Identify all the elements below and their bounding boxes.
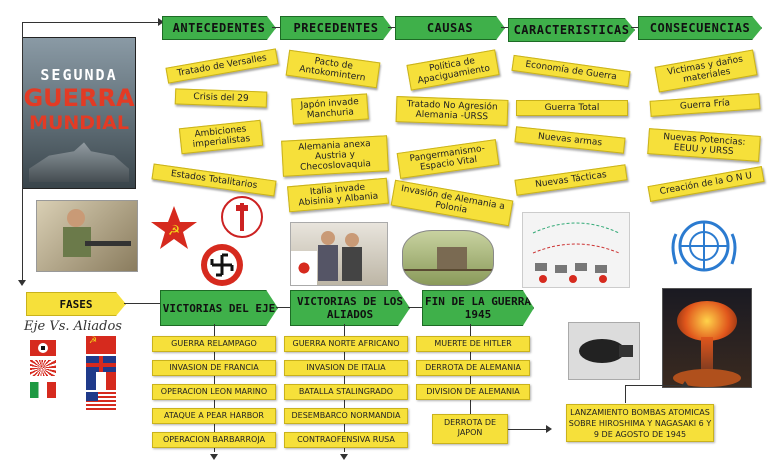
phase-victorias-aliados: VICTORIAS DE LOS ALIADOS — [290, 290, 410, 326]
aliados-stalingrado: BATALLA STALINGRADO — [284, 384, 408, 400]
swastika-emblem-icon — [200, 243, 244, 287]
atomic-bomb-image — [568, 322, 640, 380]
caracteristica-guerra-total: Guerra Total — [516, 100, 628, 116]
fin-derrota-alemania: DERROTA DE ALEMANIA — [416, 360, 530, 376]
caracteristica-nuevas-tacticas: Nuevas Tácticas — [514, 164, 628, 196]
book-cover: SEGUNDA GUERRA MUNDIAL — [22, 37, 136, 189]
book-title-line2: GUERRA — [23, 84, 135, 112]
un-logo-icon — [664, 214, 744, 278]
antecedente-versalles: Tratado de Versalles — [165, 48, 279, 84]
header-precedentes: PRECEDENTES — [280, 16, 392, 40]
eje-invasion-francia: INVASION DE FRANCIA — [152, 360, 276, 376]
leaders-image — [290, 222, 388, 286]
antecedente-estados-totalitarios: Estados Totalitarios — [151, 163, 277, 197]
consecuencia-victimas: Victimas y daños materiales — [654, 49, 758, 93]
eje-vs-aliados-subtitle: Eje Vs. Aliados — [24, 319, 122, 334]
eje-pear-harbor: ATAQUE A PEAR HARBOR — [152, 408, 276, 424]
svg-text:☭: ☭ — [168, 223, 181, 239]
precedente-antikomintern: Pacto de Antokomintern — [285, 49, 381, 89]
phase-victorias-eje: VICTORIAS DEL EJE — [160, 290, 278, 326]
caracteristica-nuevas-armas: Nuevas armas — [514, 126, 626, 154]
header-caracteristicas: CARACTERISTICAS — [508, 18, 635, 42]
fascismo-seal-icon — [212, 195, 272, 239]
france-flag-icon — [86, 372, 116, 390]
tactics-diagram-image — [522, 212, 630, 288]
precedente-austria: Alemania anexa Austria y Checoslovaquia — [281, 135, 389, 177]
japan-rising-sun-flag-icon — [30, 360, 56, 376]
usa-flag-icon — [86, 392, 116, 410]
soldier-image — [36, 200, 138, 272]
warship-image — [29, 142, 129, 182]
uk-flag-icon — [86, 356, 116, 374]
causa-tratado-no-agresion: Tratado No Agresión Alemania -URSS — [395, 96, 509, 126]
causa-invasion-polonia: Invasión de Alemania a Polonia — [390, 179, 514, 227]
phase-fin-guerra-1945: FIN DE LA GUERRA 1945 — [422, 290, 534, 326]
mushroom-cloud-image — [662, 288, 752, 388]
caracteristica-economia: Economía de Guerra — [511, 54, 631, 88]
aliados-norte-africano: GUERRA NORTE AFRICANO — [284, 336, 408, 352]
eje-leon-marino: OPERACION LEON MARINO — [152, 384, 276, 400]
causa-pangermanismo: Pangermanismo- Espacio Vital — [396, 139, 500, 179]
consecuencia-onu: Creación de la O N U — [647, 166, 765, 202]
header-antecedentes: ANTECEDENTES — [162, 16, 276, 40]
fin-derrota-japon: DERROTA DE JAPON — [432, 414, 508, 444]
consecuencia-guerra-fria: Guerra Fría — [649, 93, 761, 117]
ussr-flag-icon: ☭ — [86, 336, 116, 354]
fin-division-alemania: DIVISION DE ALEMANIA — [416, 384, 530, 400]
causa-apaciguamiento: Política de Apaciguamiento — [406, 49, 500, 91]
precedente-abisinia: Italia invade Abisinia y Albania — [287, 177, 389, 213]
eje-guerra-relampago: GUERRA RELAMPAGO — [152, 336, 276, 352]
aliados-contraofensiva-rusa: CONTRAOFENSIVA RUSA — [284, 432, 408, 448]
precedente-manchuria: Japón invade Manchuria — [291, 93, 369, 125]
italy-flag-icon — [30, 382, 56, 398]
fin-muerte-hitler: MUERTE DE HITLER — [416, 336, 530, 352]
book-title-line3: MUNDIAL — [29, 112, 129, 134]
border-crossing-image — [402, 230, 494, 286]
soviet-star-icon: ☭ — [150, 205, 198, 251]
header-consecuencias: CONSECUENCIAS — [638, 16, 762, 40]
fases-label: FASES — [26, 292, 126, 316]
antecedente-ambiciones: Ambiciones imperialistas — [178, 119, 264, 155]
eje-barbarroja: OPERACION BARBARROJA — [152, 432, 276, 448]
header-causas: CAUSAS — [395, 16, 505, 40]
bombas-atomicas-note: LANZAMIENTO BOMBAS ATOMICAS SOBRE HIROSH… — [566, 404, 714, 442]
aliados-normandia: DESEMBARCO NORMANDIA — [284, 408, 408, 424]
germany-flag-icon — [30, 340, 56, 356]
antecedente-crisis-29: Crisis del 29 — [174, 88, 268, 108]
consecuencia-nuevas-potencias: Nuevas Potencias: EEUU y URSS — [647, 128, 761, 162]
aliados-invasion-italia: INVASION DE ITALIA — [284, 360, 408, 376]
book-title-line1: SEGUNDA — [40, 66, 118, 84]
